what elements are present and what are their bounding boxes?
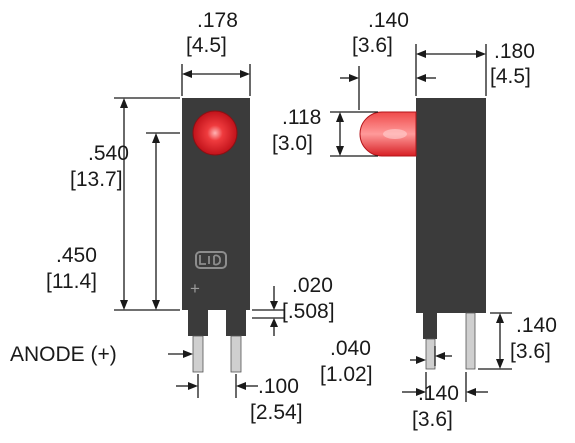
front-led-rim	[192, 110, 238, 156]
side-lead-width-dimension: .040 [1.02]	[320, 337, 452, 400]
side-led-diameter-mm: [3.0]	[272, 132, 313, 155]
front-pitch-dimension: .100 [2.54]	[176, 374, 303, 424]
side-lead-width-inch: .040	[330, 337, 371, 360]
side-lead-spacing-dimension: .140 [3.6]	[402, 372, 488, 431]
side-led-diameter-inch: .118	[282, 106, 321, 129]
anode-label: ANODE (+)	[10, 343, 117, 366]
side-lead-length-inch: .140	[516, 314, 557, 337]
side-view: .140 [3.6] .118 [3.0] .180 [4.5]	[272, 9, 557, 431]
front-height-mm: [13.7]	[70, 168, 123, 191]
side-depth-inch: .180	[494, 40, 535, 63]
front-pitch-mm: [2.54]	[250, 401, 303, 424]
side-led-offset-dimension: .140 [3.6]	[340, 9, 436, 110]
front-height-inch: .540	[88, 142, 129, 165]
front-lead-right	[230, 335, 242, 373]
side-standoff	[423, 313, 437, 339]
side-lead-length-dimension: .140 [3.6]	[478, 312, 557, 370]
front-led-height-mm: [11.4]	[46, 270, 97, 293]
side-lead-length-mm: [3.6]	[510, 340, 551, 363]
front-led-height-dimension: .450 [11.4]	[46, 132, 180, 310]
side-lead-right	[465, 312, 476, 370]
front-height-dimension: .540 [13.7]	[70, 97, 180, 311]
side-led-diameter-dimension: .118 [3.0]	[272, 106, 378, 157]
front-standoff-right	[226, 310, 246, 336]
front-width-dimension: .178 [4.5]	[181, 9, 251, 96]
front-pitch-inch: .100	[258, 375, 299, 398]
front-standoff-dimension: .020 [.508]	[252, 274, 335, 336]
front-standoff-left	[188, 310, 208, 336]
front-led-height-inch: .450	[56, 244, 97, 267]
side-lead-width-mm: [1.02]	[320, 363, 373, 386]
side-led-offset-mm: [3.6]	[352, 34, 393, 57]
front-lead-left	[192, 335, 204, 373]
front-standoff-mm: [.508]	[282, 300, 335, 323]
front-led	[193, 111, 237, 155]
front-width-mm: [4.5]	[186, 34, 227, 57]
logo-icon	[195, 251, 227, 269]
side-led-offset-inch: .140	[368, 9, 409, 32]
plus-mark: +	[190, 279, 200, 298]
side-lead-spacing-inch: .140	[418, 382, 459, 405]
side-body	[416, 98, 486, 313]
front-standoff-inch: .020	[292, 274, 333, 297]
front-view: + .178 [4.5] .540 [13.7]	[10, 9, 335, 424]
front-width-inch: .178	[197, 9, 238, 32]
side-led-highlight	[383, 129, 407, 139]
side-lead-spacing-mm: [3.6]	[412, 408, 453, 431]
side-lead-left	[425, 338, 436, 370]
side-depth-dimension: .180 [4.5]	[415, 40, 535, 96]
anode-callout: ANODE (+)	[10, 343, 193, 366]
side-depth-mm: [4.5]	[490, 65, 531, 88]
